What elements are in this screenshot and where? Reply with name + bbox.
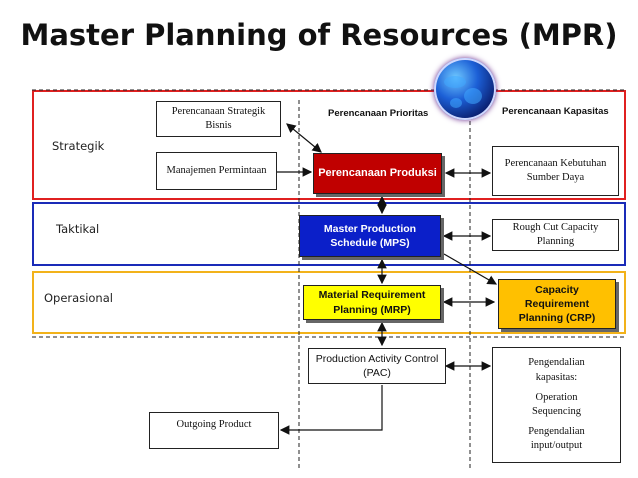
level-label-operational: Operasional [44,291,113,305]
mrp-box: Material Requirement Planning (MRP) [303,285,441,320]
input-output-control-label: Pengendalian input/output [528,426,585,452]
level-label-strategic: Strategik [52,139,105,153]
tactical-band [32,202,626,266]
resource-requirements-planning-box: Perencanaan Kebutuhan Sumber Daya [492,146,619,196]
pac-box: Production Activity Control (PAC) [308,348,446,384]
operation-sequencing-label: Operation Sequencing [532,391,581,417]
strategic-band [32,90,626,200]
crp-box: Capacity Requirement Planning (CRP) [498,279,616,329]
header-priority-planning: Perencanaan Prioritas [328,108,429,119]
outgoing-product-box: Outgoing Product [149,412,279,449]
header-capacity-planning: Perencanaan Kapasitas [502,106,609,117]
rough-cut-capacity-planning-box: Rough Cut Capacity Planning [492,219,619,251]
page-title: Master Planning of Resources (MPR) [20,18,618,52]
mps-box: Master Production Schedule (MPS) [299,215,441,257]
demand-management-box: Manajemen Permintaan [156,152,277,190]
capacity-control-box: Pengendalian kapasitas: Operation Sequen… [492,347,621,463]
production-planning-box: Perencanaan Produksi [313,153,442,194]
level-label-tactical: Taktikal [56,222,100,236]
strategic-business-planning-box: Perencanaan Strategik Bisnis [156,101,281,137]
operational-band [32,271,626,334]
capacity-control-title: Pengendalian kapasitas: [528,357,585,383]
globe-icon [434,58,496,120]
